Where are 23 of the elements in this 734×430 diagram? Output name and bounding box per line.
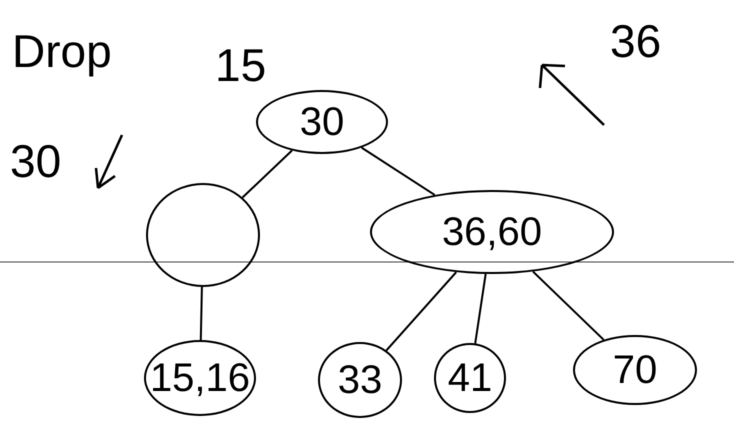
connector-line xyxy=(474,274,487,344)
note-text: 30 xyxy=(10,138,62,184)
tree-node xyxy=(256,90,388,154)
note-text: Drop xyxy=(12,28,112,74)
tree-node xyxy=(434,343,506,413)
connector-line xyxy=(242,150,293,198)
note-text: 15 xyxy=(215,42,266,88)
tree-node xyxy=(573,335,697,405)
connector-line xyxy=(200,286,203,340)
node-value: 36,60 xyxy=(442,212,542,252)
connector-line xyxy=(386,271,457,352)
empty-tree-node xyxy=(146,183,260,287)
node-value: 41 xyxy=(448,358,492,398)
note-text: 36 xyxy=(610,18,662,64)
tree-node xyxy=(318,342,402,418)
connector-line xyxy=(361,146,436,196)
tree-node xyxy=(144,340,256,416)
node-value: 70 xyxy=(612,350,658,390)
node-value: 33 xyxy=(338,360,382,400)
node-value: 30 xyxy=(300,102,344,142)
node-value: 15,16 xyxy=(150,358,250,398)
connector-line xyxy=(532,270,604,340)
tree-node xyxy=(370,190,614,274)
